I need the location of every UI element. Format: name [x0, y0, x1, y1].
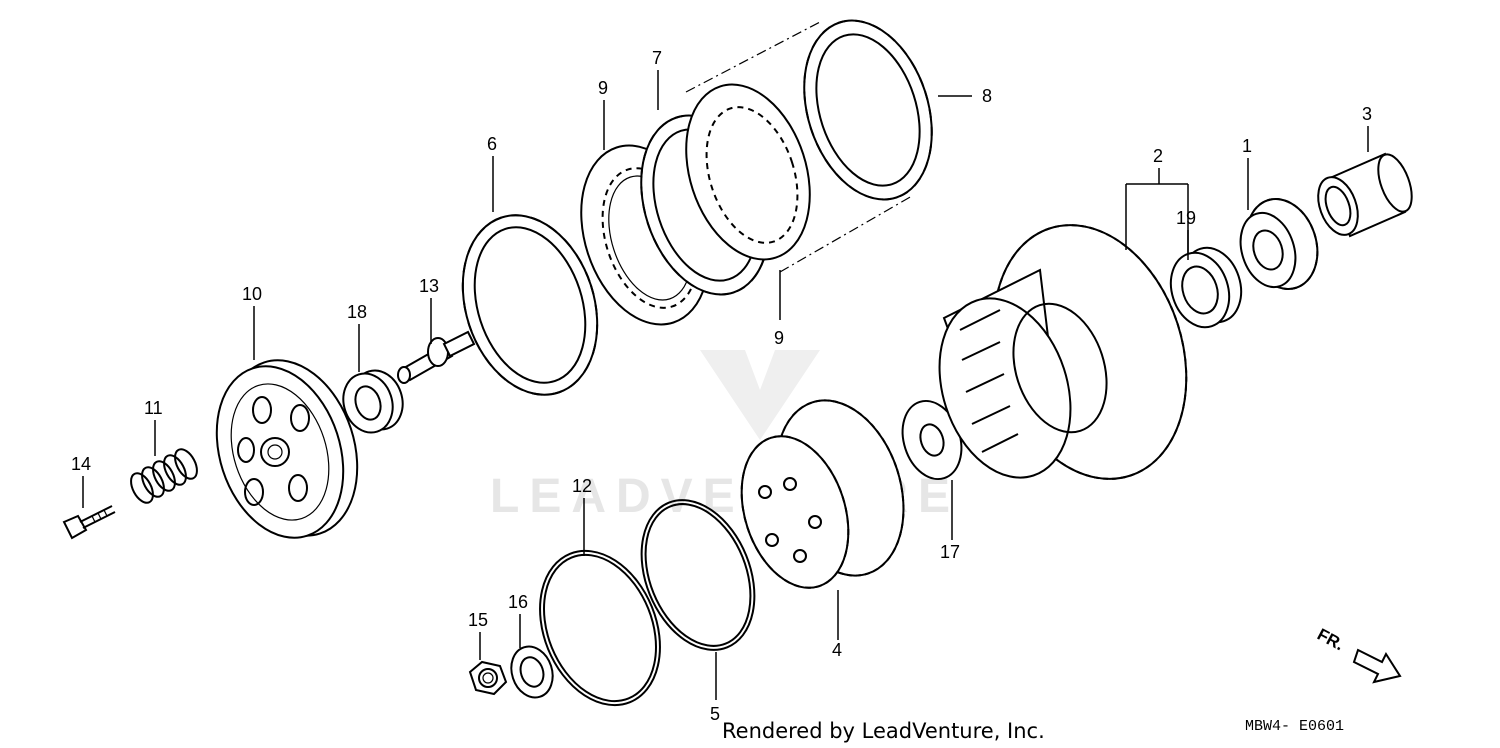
part-16-washer[interactable] — [505, 641, 559, 703]
callout-9-upper[interactable]: 9 — [598, 78, 608, 98]
front-direction-indicator: FR. — [1314, 625, 1402, 684]
callout-10[interactable]: 10 — [242, 284, 262, 304]
part-11-spring[interactable] — [127, 446, 202, 507]
part-13-lifter-rod[interactable] — [397, 330, 476, 384]
diagram-code: MBW4- E0601 — [1245, 718, 1344, 735]
callout-3[interactable]: 3 — [1362, 104, 1372, 124]
callout-16[interactable]: 16 — [508, 592, 528, 612]
callout-15[interactable]: 15 — [468, 610, 488, 630]
part-2-clutch-outer[interactable] — [918, 200, 1218, 504]
callout-6[interactable]: 6 — [487, 134, 497, 154]
part-15-nut[interactable] — [468, 660, 508, 696]
callout-14[interactable]: 14 — [71, 454, 91, 474]
callout-2[interactable]: 2 — [1153, 146, 1163, 166]
callout-4[interactable]: 4 — [832, 640, 842, 660]
part-12-oring[interactable] — [518, 533, 682, 723]
stack-envelope-lines — [685, 21, 913, 273]
front-arrow-icon — [1352, 648, 1402, 684]
part-18-bearing[interactable] — [336, 364, 410, 439]
part-5-oring[interactable] — [621, 483, 776, 667]
part-1-gear[interactable] — [1232, 190, 1329, 299]
part-8-friction-disc[interactable] — [783, 4, 954, 216]
callout-5[interactable]: 5 — [710, 704, 720, 724]
part-6-friction-disc[interactable] — [441, 198, 620, 413]
part-9-clutch-plate-b[interactable] — [665, 68, 831, 275]
callout-11[interactable]: 11 — [144, 398, 163, 418]
callout-9-lower[interactable]: 9 — [774, 328, 784, 348]
callout-19[interactable]: 19 — [1176, 208, 1196, 228]
part-14-bolt[interactable] — [62, 505, 116, 540]
part-10-pressure-plate[interactable] — [196, 343, 379, 554]
part-3-collar[interactable] — [1311, 150, 1419, 240]
callout-labels: 1 2 3 4 5 6 7 8 9 9 10 11 12 13 14 15 16… — [71, 48, 1372, 724]
callout-1[interactable]: 1 — [1242, 136, 1252, 156]
callout-8[interactable]: 8 — [982, 86, 992, 106]
part-17-thrust-washer[interactable] — [893, 393, 971, 486]
front-direction-label: FR. — [1314, 625, 1347, 655]
part-4-clutch-center[interactable] — [723, 384, 925, 602]
leader-lines — [82, 70, 1369, 700]
callout-17[interactable]: 17 — [940, 542, 960, 562]
callout-7[interactable]: 7 — [652, 48, 662, 68]
callout-12[interactable]: 12 — [572, 476, 592, 496]
rendered-by-footer: Rendered by LeadVenture, Inc. — [722, 719, 1045, 743]
callout-13[interactable]: 13 — [419, 276, 439, 296]
callout-18[interactable]: 18 — [347, 302, 367, 322]
